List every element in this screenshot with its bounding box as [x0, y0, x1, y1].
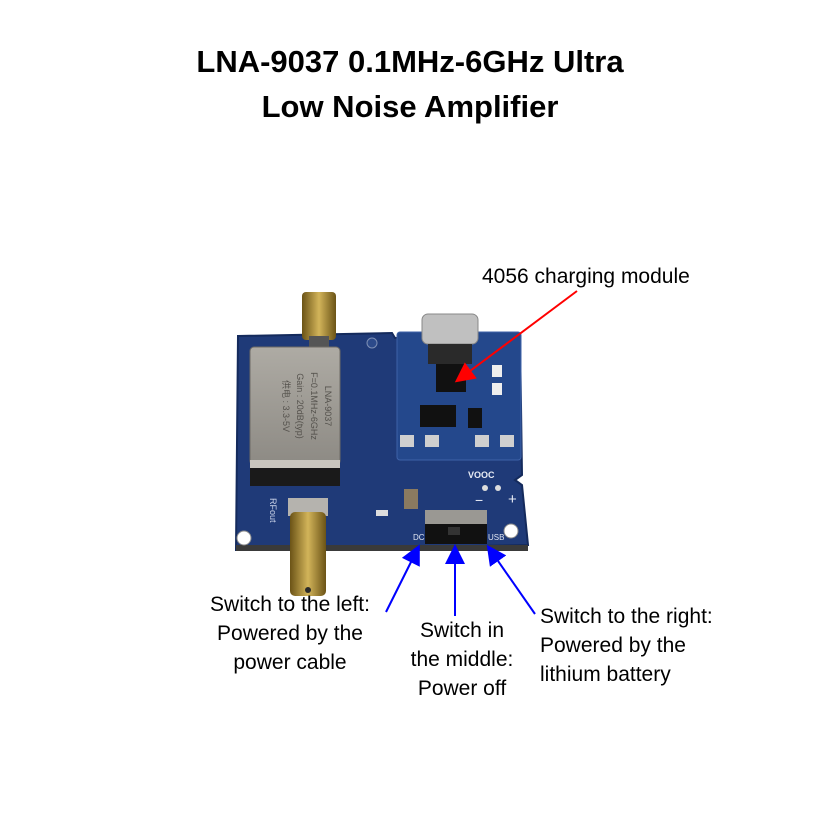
middle-note-line: the middle:	[410, 648, 514, 671]
right-position-note: Switch to the right: Powered by the lith…	[540, 602, 713, 689]
left-position-note: Switch to the left: Powered by the power…	[190, 590, 390, 677]
usb-c-port	[421, 313, 479, 345]
rfout-label: RFout	[268, 498, 278, 523]
middle-position-note: Switch in the middle: Power off	[392, 616, 532, 703]
middle-note-line: Switch in	[419, 619, 505, 642]
vooc-label: VOOC	[468, 470, 495, 480]
right-switch-arrow	[486, 544, 536, 615]
middle-note-line: Power off	[417, 677, 507, 700]
left-note-line: Powered by the	[217, 622, 363, 645]
charging-module-label: 4056 charging module	[482, 265, 690, 288]
plus-label: +	[508, 491, 517, 508]
sma-connector-bottom	[288, 498, 328, 596]
shield-label-power: 供电 : 3.3-5V	[281, 380, 292, 432]
usb-label: USB	[488, 533, 504, 542]
left-note-line: Switch to the left:	[210, 593, 370, 616]
shield-label-freq: F=0.1MHz-6GHz	[309, 372, 319, 440]
title-line-2: Low Noise Amplifier	[261, 89, 559, 124]
shield-label-model: LNA-9037	[323, 386, 333, 427]
right-note-line: Switch to the right:	[540, 605, 713, 628]
rf-shield: LNA-9037 F=0.1MHz-6GHz Gain : 20dB(typ) …	[249, 346, 341, 486]
left-switch-arrow	[385, 544, 420, 613]
dc-label: DC	[413, 533, 425, 542]
right-note-line: Powered by the	[540, 634, 686, 657]
title-line-1: LNA-9037 0.1MHz-6GHz Ultra	[196, 44, 624, 79]
charging-module-4056	[396, 313, 522, 461]
shield-label-gain: Gain : 20dB(typ)	[295, 373, 305, 439]
left-note-line: power cable	[233, 651, 347, 674]
right-note-line: lithium battery	[540, 663, 671, 686]
minus-label: −	[475, 492, 483, 508]
charging-module-arrow	[454, 290, 578, 383]
power-switch	[425, 510, 487, 544]
